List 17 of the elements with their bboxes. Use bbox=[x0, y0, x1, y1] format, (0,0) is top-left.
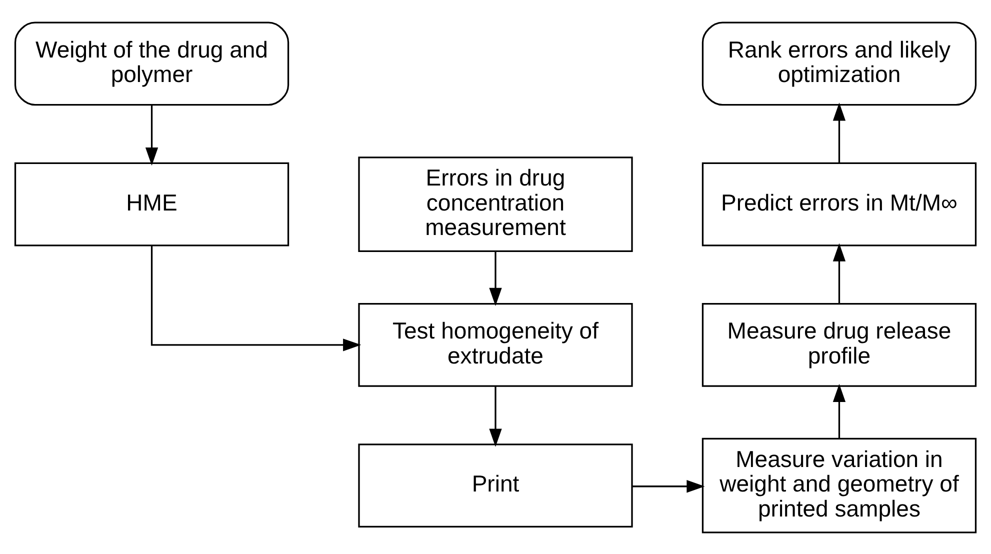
arrow bbox=[632, 480, 705, 492]
arrow bbox=[489, 251, 502, 306]
node-box: Print bbox=[358, 443, 633, 527]
node-box: Errors in drug concentration measurement bbox=[358, 156, 633, 252]
node-box: Predict errors in Mt/M∞ bbox=[702, 162, 977, 246]
arrow bbox=[145, 104, 158, 166]
arrow bbox=[832, 383, 846, 438]
node-box: Measure variation in weight and geometry of printed samples bbox=[702, 437, 977, 533]
arrow bbox=[150, 245, 362, 351]
node-box: HME bbox=[14, 162, 290, 246]
arrow bbox=[832, 102, 846, 163]
node-box: Test homogeneity of extrudate bbox=[358, 302, 633, 386]
node-box: Weight of the drug and polymer bbox=[14, 21, 290, 106]
arrow bbox=[832, 242, 846, 304]
node-box: Measure drug release profile bbox=[702, 302, 977, 386]
node-box: Rank errors and likely optimization bbox=[702, 21, 977, 106]
arrow bbox=[489, 386, 502, 446]
